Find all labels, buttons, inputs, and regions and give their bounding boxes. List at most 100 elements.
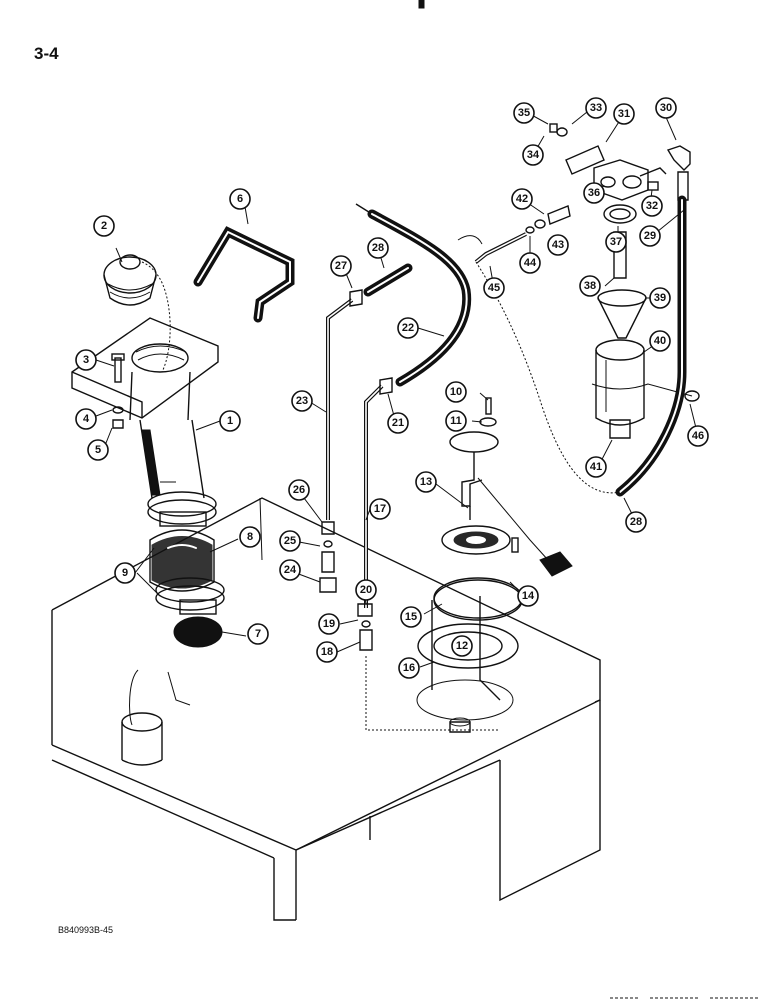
filler-neck (71, 317, 219, 499)
callout-label: 23 (296, 395, 308, 407)
page-number: 3-4 (34, 44, 59, 63)
callout-label: 30 (660, 102, 672, 114)
callout-label: 43 (552, 239, 564, 251)
callout-label: 7 (255, 628, 261, 640)
callout-label: 46 (692, 430, 704, 442)
callout-23: 23 (291, 390, 313, 412)
callout-label: 20 (360, 584, 372, 596)
callout-28-bottom: 28 (625, 511, 647, 533)
callout-46: 46 (687, 425, 709, 447)
callout-label: 19 (323, 618, 335, 630)
vent-tube-assembly (319, 289, 363, 593)
callout-label: 6 (237, 193, 243, 205)
callout-label: 29 (644, 230, 656, 242)
callout-10: 10 (445, 381, 467, 403)
callout-11: 11 (445, 410, 467, 432)
callout-12: 12 (451, 635, 473, 657)
filler-cap (103, 254, 171, 373)
callout-28-top: 28 (367, 237, 389, 259)
callout-44: 44 (519, 252, 541, 274)
callout-24: 24 (279, 559, 301, 581)
callout-label: 18 (321, 646, 333, 658)
callout-label: 5 (95, 444, 101, 456)
callout-label: 17 (374, 503, 386, 515)
callout-label: 11 (450, 415, 462, 427)
callout-label: 39 (654, 292, 666, 304)
callout-2: 2 (93, 215, 115, 237)
callout-label: 25 (284, 535, 296, 547)
callout-label: 16 (403, 662, 415, 674)
callout-42: 42 (511, 188, 533, 210)
callout-1: 1 (219, 410, 241, 432)
callout-label: 28 (630, 516, 642, 528)
callout-label: 12 (456, 640, 468, 652)
callout-37: 37 (605, 231, 627, 253)
callout-label: 40 (654, 335, 666, 347)
filler-hose-and-clamps (147, 491, 225, 615)
callout-label: 1 (227, 415, 233, 427)
callout-label: 22 (402, 322, 414, 334)
callout-label: 27 (335, 260, 347, 272)
fuel-supply-hose (355, 203, 472, 387)
callout-label: 41 (590, 461, 602, 473)
callout-label: 26 (293, 484, 305, 496)
callout-36: 36 (583, 182, 605, 204)
callout-41: 41 (585, 456, 607, 478)
callout-27: 27 (330, 255, 352, 277)
callout-label: 38 (584, 280, 596, 292)
top-mark (418, 0, 425, 9)
callout-13: 13 (415, 471, 437, 493)
callout-label: 32 (646, 200, 658, 212)
callout-label: 45 (488, 282, 500, 294)
callout-label: 10 (450, 386, 462, 398)
callout-40: 40 (649, 330, 671, 352)
callout-5: 5 (87, 439, 109, 461)
callout-label: 4 (83, 413, 90, 425)
callout-label: 14 (522, 590, 535, 602)
callout-label: 15 (405, 611, 417, 623)
fuel-tank (51, 497, 601, 921)
callout-label: 34 (527, 149, 540, 161)
callout-14: 14 (517, 585, 539, 607)
callout-20: 20 (355, 579, 377, 601)
callout-35: 35 (513, 102, 535, 124)
callout-22: 22 (397, 317, 419, 339)
callout-label: 33 (590, 102, 602, 114)
callout-18: 18 (316, 641, 338, 663)
callout-16: 16 (398, 657, 420, 679)
callout-21: 21 (387, 412, 409, 434)
callout-label: 21 (392, 417, 404, 429)
callout-19: 19 (318, 613, 340, 635)
callout-26: 26 (288, 479, 310, 501)
figure-code: B840993B-45 (58, 925, 114, 935)
return-tube-assembly (357, 377, 500, 731)
callout-label: 37 (610, 236, 622, 248)
callout-label: 42 (516, 193, 528, 205)
callout-34: 34 (522, 144, 544, 166)
callout-32: 32 (641, 195, 663, 217)
callout-33: 33 (585, 97, 607, 119)
callout-30: 30 (655, 97, 677, 119)
callout-31: 31 (613, 103, 635, 125)
callout-label: 31 (618, 108, 630, 120)
callout-4: 4 (75, 408, 97, 430)
filler-gasket (173, 616, 223, 648)
callout-label: 9 (122, 567, 128, 579)
callout-15: 15 (400, 606, 422, 628)
callout-25: 25 (279, 530, 301, 552)
callout-label: 35 (518, 107, 530, 119)
callout-label: 44 (524, 257, 537, 269)
short-hose (363, 263, 413, 297)
callout-label: 28 (372, 242, 384, 254)
callout-43: 43 (547, 234, 569, 256)
callout-label: 8 (247, 531, 253, 543)
callout-label: 36 (588, 187, 600, 199)
callout-3: 3 (75, 349, 97, 371)
callout-38: 38 (579, 275, 601, 297)
callout-label: 3 (83, 354, 89, 366)
callout-7: 7 (247, 623, 269, 645)
callout-29: 29 (639, 225, 661, 247)
callout-label: 2 (101, 220, 107, 232)
callout-8: 8 (239, 526, 261, 548)
